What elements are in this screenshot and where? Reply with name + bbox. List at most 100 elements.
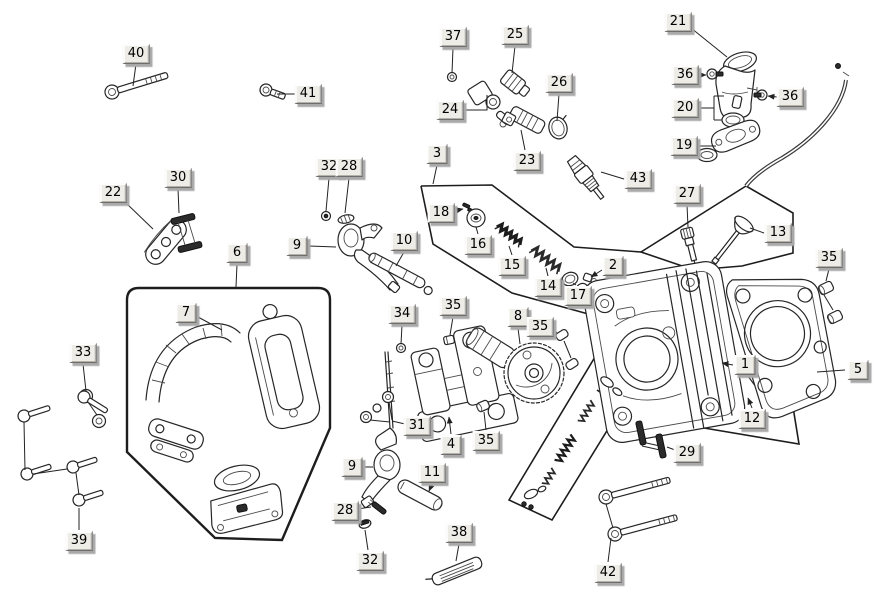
leader-line-24-5 xyxy=(463,95,488,111)
part-chain-guide-38 xyxy=(425,556,483,586)
leader-line-1-36 xyxy=(721,361,734,368)
part-studs-30 xyxy=(170,213,203,253)
part-label-35-34[interactable]: 35 xyxy=(526,317,554,337)
part-gasket-19 xyxy=(696,119,761,163)
part-label-24-5[interactable]: 24 xyxy=(436,100,464,120)
part-label-34-31[interactable]: 34 xyxy=(388,304,416,324)
part-label-8-33[interactable]: 8 xyxy=(507,307,529,327)
part-label-3-19[interactable]: 3 xyxy=(426,144,448,164)
leader-line-28-44 xyxy=(356,506,372,510)
part-dowels-35-right xyxy=(817,280,844,325)
part-rocker-arm-9-top xyxy=(337,223,401,294)
part-spring-14 xyxy=(528,244,563,275)
part-rocker-shaft-10 xyxy=(368,252,433,296)
part-label-7-29[interactable]: 7 xyxy=(175,303,197,323)
leader-line-16-23 xyxy=(475,226,479,235)
part-label-18-22[interactable]: 18 xyxy=(427,203,455,223)
part-label-19-11[interactable]: 19 xyxy=(670,136,698,156)
part-label-37-2[interactable]: 37 xyxy=(439,27,467,47)
part-heat-shield-7 xyxy=(145,303,321,534)
leader-line-10-21 xyxy=(395,251,405,267)
part-label-35-49[interactable]: 35 xyxy=(472,431,500,451)
leader-line-32-45 xyxy=(364,529,369,551)
leader-line-30-16 xyxy=(177,188,180,214)
part-label-22-15[interactable]: 22 xyxy=(99,183,127,203)
leader-line-42-40 xyxy=(607,537,612,563)
part-label-13-14[interactable]: 13 xyxy=(764,223,792,243)
zone-outline-intake-valve xyxy=(639,185,794,271)
part-bolt-40 xyxy=(104,72,169,100)
part-rocker-arm-9-bottom xyxy=(360,427,401,508)
leader-line-33-30 xyxy=(82,363,87,392)
part-label-4-48[interactable]: 4 xyxy=(440,435,462,455)
part-label-27-13[interactable]: 27 xyxy=(673,184,701,204)
part-label-9-42[interactable]: 9 xyxy=(341,457,363,477)
part-label-2-27[interactable]: 2 xyxy=(602,256,624,276)
part-washer-37 xyxy=(446,71,458,83)
part-label-38-46[interactable]: 38 xyxy=(445,523,473,543)
part-pin-11 xyxy=(397,479,443,511)
leader-line-35-49 xyxy=(483,411,487,431)
part-spring-seat-16 xyxy=(466,208,486,228)
leader-line-21-7 xyxy=(690,27,728,58)
part-head-gasket-5 xyxy=(725,278,837,419)
part-bolts-39 xyxy=(17,390,109,507)
part-label-14-25[interactable]: 14 xyxy=(534,277,562,297)
part-label-28-18[interactable]: 28 xyxy=(335,157,363,177)
part-camshaft-8 xyxy=(465,327,565,404)
leader-line-15-24 xyxy=(508,245,513,256)
leader-line-13-14 xyxy=(749,227,765,234)
part-label-35-32[interactable]: 35 xyxy=(439,296,467,316)
leader-line-31-47 xyxy=(391,420,406,425)
part-label-28-44[interactable]: 28 xyxy=(331,501,359,521)
part-label-10-21[interactable]: 10 xyxy=(390,231,418,251)
leader-lines xyxy=(78,27,846,563)
leader-line-7-29 xyxy=(197,316,223,331)
part-label-35-35[interactable]: 35 xyxy=(815,248,843,268)
part-clamp-26 xyxy=(548,114,568,140)
part-label-36-9[interactable]: 36 xyxy=(776,87,804,107)
part-label-41-1[interactable]: 41 xyxy=(294,84,322,104)
leader-line-32-17 xyxy=(325,177,330,212)
leader-line-27-13 xyxy=(686,204,689,228)
part-nut-32-top xyxy=(320,210,332,222)
leader-line-36-9 xyxy=(767,93,778,100)
part-label-15-24[interactable]: 15 xyxy=(498,256,526,276)
leader-line-4-48 xyxy=(446,416,453,435)
part-label-20-10[interactable]: 20 xyxy=(671,98,699,118)
part-label-43-12[interactable]: 43 xyxy=(624,169,652,189)
part-bolt-36-right xyxy=(753,89,768,101)
part-label-31-47[interactable]: 31 xyxy=(403,416,431,436)
part-label-26-4[interactable]: 26 xyxy=(545,73,573,93)
part-label-9-20[interactable]: 9 xyxy=(286,236,308,256)
part-label-39-41[interactable]: 39 xyxy=(65,531,93,551)
part-label-23-6[interactable]: 23 xyxy=(513,151,541,171)
part-label-32-17[interactable]: 32 xyxy=(315,157,343,177)
leader-line-2-27 xyxy=(590,269,603,278)
part-label-33-30[interactable]: 33 xyxy=(69,343,97,363)
part-label-36-8[interactable]: 36 xyxy=(671,65,699,85)
part-label-21-7[interactable]: 21 xyxy=(664,12,692,32)
part-washer-28-top xyxy=(337,214,355,224)
part-label-11-43[interactable]: 11 xyxy=(418,463,446,483)
part-label-40-0[interactable]: 40 xyxy=(122,44,150,64)
part-label-1-36[interactable]: 1 xyxy=(734,355,756,375)
part-label-25-3[interactable]: 25 xyxy=(501,25,529,45)
part-label-17-26[interactable]: 17 xyxy=(564,286,592,306)
part-label-16-23[interactable]: 16 xyxy=(464,235,492,255)
part-label-30-16[interactable]: 30 xyxy=(164,168,192,188)
part-label-12-38[interactable]: 12 xyxy=(738,409,766,429)
part-label-6-28[interactable]: 6 xyxy=(226,243,248,263)
part-label-32-45[interactable]: 32 xyxy=(356,551,384,571)
leader-line-40-0 xyxy=(132,63,137,87)
part-bolt-41 xyxy=(259,83,286,100)
part-label-5-37[interactable]: 5 xyxy=(847,360,869,380)
part-detail-box-6 xyxy=(125,286,332,542)
leader-line-3-19 xyxy=(432,164,438,185)
part-label-42-40[interactable]: 42 xyxy=(594,563,622,583)
part-label-29-39[interactable]: 29 xyxy=(673,443,701,463)
part-studs-29 xyxy=(635,420,667,459)
